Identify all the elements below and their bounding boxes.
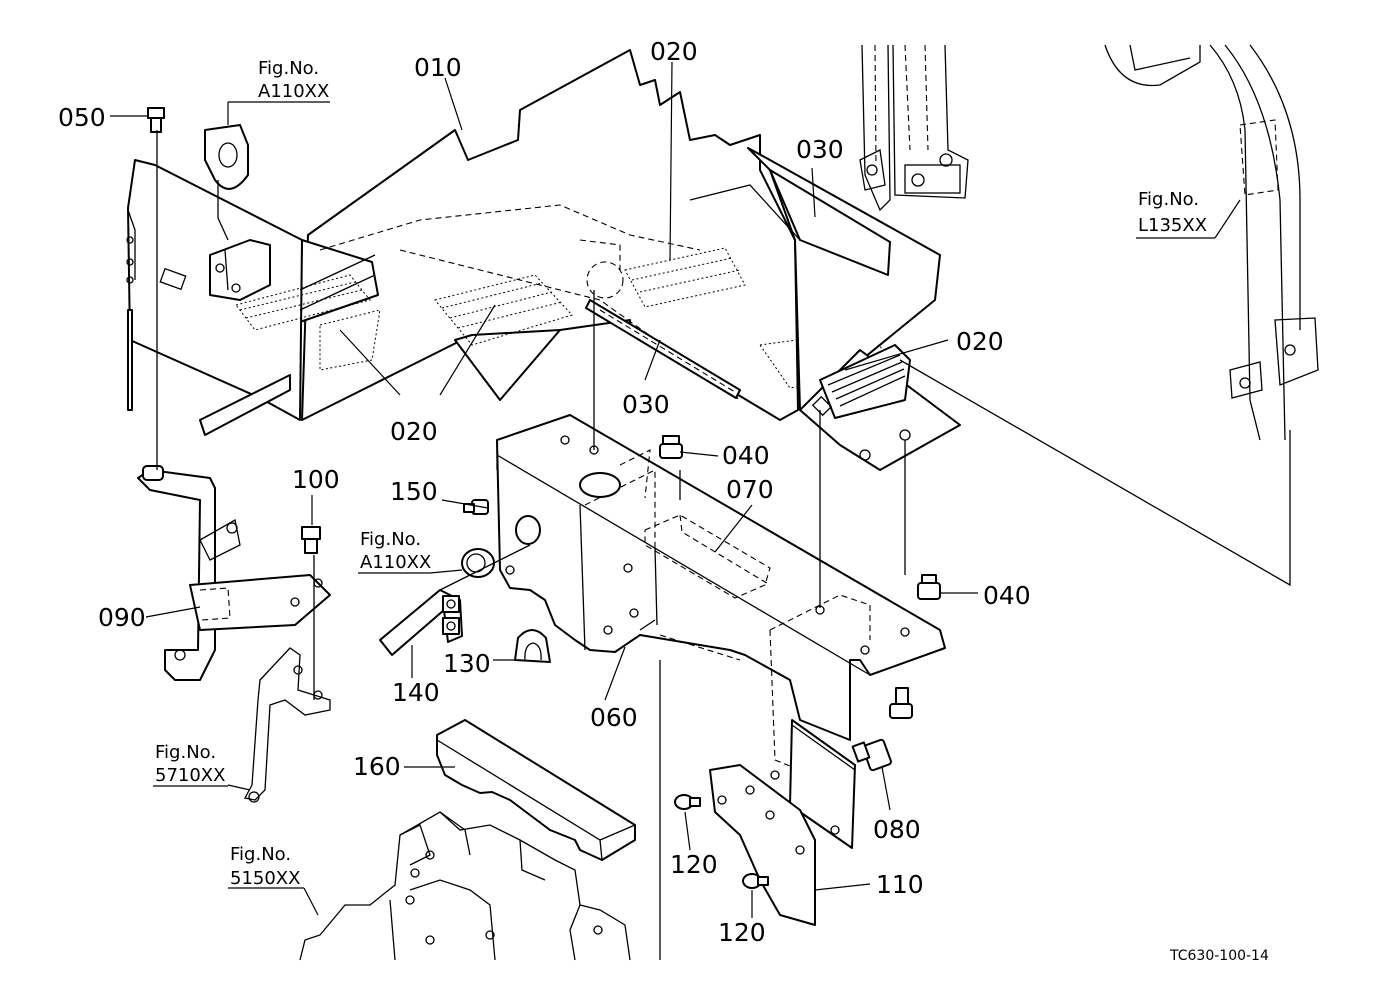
fig-ref-label: Fig.No.	[360, 529, 421, 550]
callout-030-mid: 030	[622, 390, 670, 419]
part-010-cover	[299, 49, 799, 421]
part-130-grommet	[514, 629, 551, 663]
part-090-bracket	[137, 469, 331, 681]
callout-080: 080	[873, 815, 921, 844]
callout-110: 110	[876, 870, 924, 899]
callout-100: 100	[292, 465, 340, 494]
part-120-rivet-top	[674, 794, 701, 810]
part-110-plate	[709, 764, 840, 926]
callout-060: 060	[590, 703, 638, 732]
part-070-bar	[644, 514, 771, 599]
part-060-main-frame	[496, 414, 946, 771]
fig-ref-number: 5710XX	[155, 765, 225, 786]
callout-120-bottom: 120	[718, 918, 766, 947]
clamp-a110-top	[204, 124, 249, 241]
fig-ref-l135: Fig.No. L135XX	[1136, 189, 1215, 239]
diagram-code: TC630-100-14	[1169, 948, 1269, 964]
callout-040-right: 040	[983, 581, 1031, 610]
callout-010: 010	[414, 53, 462, 82]
part-040-bolt-right	[917, 574, 941, 600]
part-030-strip	[585, 299, 741, 399]
callout-050: 050	[58, 103, 106, 132]
part-050-bolt	[147, 107, 165, 133]
fig-ref-number: L135XX	[1138, 215, 1207, 236]
floor-plate-right	[799, 344, 961, 471]
part-140-bracket	[379, 589, 463, 656]
fig-ref-number: A110XX	[258, 81, 329, 102]
callout-070: 070	[726, 475, 774, 504]
fig-ref-label: Fig.No.	[258, 58, 319, 79]
part-160-block	[436, 719, 636, 861]
callout-020-right: 020	[956, 327, 1004, 356]
part-120-rivet-bottom	[742, 873, 769, 889]
callouts: 010 020 020 020 030 030 040 040 050 060 …	[58, 37, 1031, 947]
fig-ref-5150: Fig.No. 5150XX	[228, 844, 304, 889]
fig-ref-a110-mid: Fig.No. A110XX	[358, 529, 431, 574]
part-100-bolt	[301, 526, 321, 554]
lower-left-bolt	[142, 465, 164, 481]
callout-160: 160	[353, 752, 401, 781]
rear-post-assembly	[859, 44, 969, 212]
housing-5150	[299, 811, 631, 961]
callout-090: 090	[98, 603, 146, 632]
fig-ref-a110-top: Fig.No. A110XX	[228, 58, 330, 103]
leader-lines	[110, 61, 1241, 918]
assembly-lines	[156, 130, 1291, 960]
callout-030-top: 030	[796, 135, 844, 164]
part-040-bolt-top	[659, 435, 683, 459]
callout-040-top: 040	[722, 441, 770, 470]
fig-ref-label: Fig.No.	[1138, 189, 1199, 210]
callout-140: 140	[392, 678, 440, 707]
left-support-bracket	[126, 159, 376, 436]
fig-ref-label: Fig.No.	[230, 844, 291, 865]
part-080-bolt	[851, 738, 892, 772]
fig-ref-number: 5150XX	[230, 868, 300, 889]
fig-ref-number: A110XX	[360, 552, 431, 573]
cab-frame-pillar	[1104, 44, 1319, 441]
grommet-a110	[461, 548, 495, 578]
callout-020-top: 020	[650, 37, 698, 66]
callout-130: 130	[443, 649, 491, 678]
callout-150: 150	[390, 477, 438, 506]
lower-bolt-right	[889, 687, 913, 719]
part-080-plate	[789, 719, 856, 849]
bracket-5710	[244, 647, 331, 803]
callout-120-top: 120	[670, 850, 718, 879]
fig-ref-label: Fig.No.	[155, 742, 216, 763]
callout-020-bottom: 020	[390, 417, 438, 446]
fig-ref-5710: Fig.No. 5710XX	[153, 742, 228, 787]
